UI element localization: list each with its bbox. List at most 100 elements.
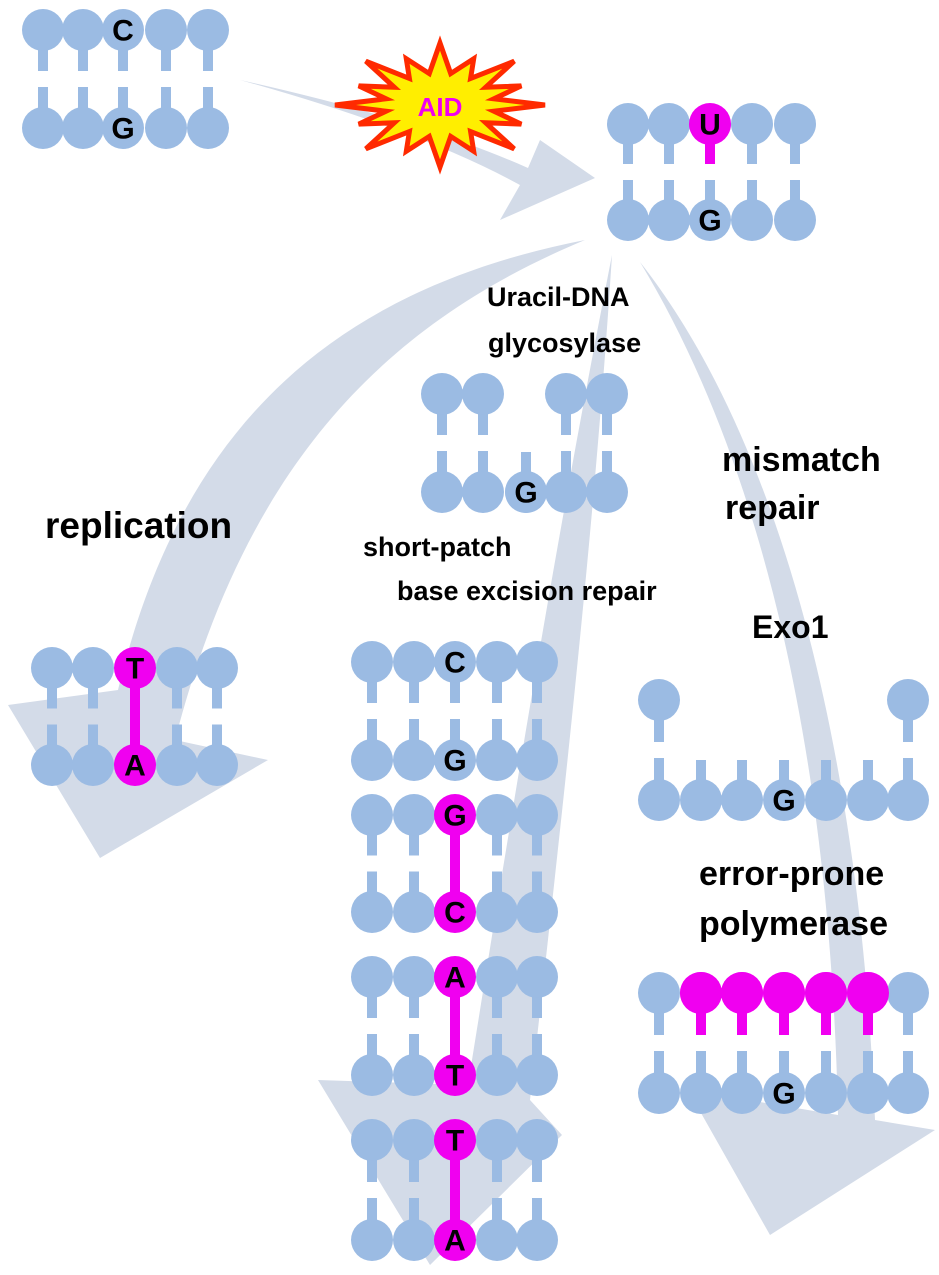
nucleotide-node xyxy=(393,1054,435,1096)
label-uracil-dna-glycosylase-1: Uracil-DNA xyxy=(487,282,630,312)
dna-start: CG xyxy=(22,9,229,149)
label-uracil-dna-glycosylase-2: glycosylase xyxy=(488,328,642,358)
base-letter-top: C xyxy=(112,15,134,48)
dna-abasic: GG xyxy=(421,373,628,513)
nucleotide-node xyxy=(648,103,690,145)
nucleotide-node xyxy=(351,794,393,836)
arrow-replication xyxy=(8,240,585,858)
label-base-excision-repair: base excision repair xyxy=(397,576,657,606)
dna-ber-product-4: TA xyxy=(351,1119,558,1261)
nucleotide-node xyxy=(721,779,763,821)
nucleotide-node xyxy=(434,1219,476,1261)
nucleotide-node xyxy=(351,891,393,933)
nucleotide-node xyxy=(393,739,435,781)
nucleotide-node xyxy=(887,972,929,1014)
base-letter-top: C xyxy=(444,647,466,680)
nucleotide-node xyxy=(763,1072,805,1114)
nucleotide-node xyxy=(731,199,773,241)
base-letter-bottom: G xyxy=(514,477,537,510)
dna-ber-product-3: AT xyxy=(351,956,558,1096)
nucleotide-node xyxy=(476,641,518,683)
nucleotide-node xyxy=(102,9,144,51)
nucleotide-node xyxy=(145,107,187,149)
label-error-prone: error-prone xyxy=(699,855,885,893)
nucleotide-node xyxy=(721,1072,763,1114)
nucleotide-node xyxy=(187,9,229,51)
nucleotide-node xyxy=(72,647,114,689)
nucleotide-node xyxy=(156,744,198,786)
base-letter-bottom: C xyxy=(444,897,466,930)
nucleotide-node xyxy=(516,956,558,998)
nucleotide-node xyxy=(434,956,476,998)
nucleotide-node xyxy=(774,199,816,241)
nucleotide-node xyxy=(62,9,104,51)
base-letter-bottom: G xyxy=(772,1078,795,1111)
nucleotide-node xyxy=(516,641,558,683)
nucleotide-node xyxy=(887,679,929,721)
nucleotide-node xyxy=(607,199,649,241)
nucleotide-node xyxy=(196,744,238,786)
nucleotide-node xyxy=(434,1054,476,1096)
base-letter-bottom: A xyxy=(124,750,146,783)
nucleotide-node xyxy=(31,744,73,786)
nucleotide-node xyxy=(607,103,649,145)
nucleotide-node xyxy=(476,1219,518,1261)
nucleotide-node xyxy=(545,373,587,415)
nucleotide-node xyxy=(516,739,558,781)
nucleotide-node xyxy=(847,779,889,821)
nucleotide-node xyxy=(22,9,64,51)
nucleotide-node xyxy=(847,1072,889,1114)
dna-polymerase-fill: G xyxy=(638,972,929,1114)
dna-replicated: TA xyxy=(31,647,238,786)
aid-burst: AID xyxy=(334,35,546,175)
base-letter-top: G xyxy=(443,800,466,833)
nucleotide-node xyxy=(721,972,763,1014)
nucleotide-node xyxy=(680,779,722,821)
nucleotide-node xyxy=(516,891,558,933)
nucleotide-node xyxy=(393,1119,435,1161)
nucleotide-node xyxy=(689,199,731,241)
nucleotide-node xyxy=(145,9,187,51)
nucleotide-node xyxy=(114,647,156,689)
nucleotide-node xyxy=(393,794,435,836)
aid-burst-shape xyxy=(334,35,546,175)
nucleotide-node xyxy=(22,107,64,149)
nucleotide-node xyxy=(476,956,518,998)
nucleotide-node xyxy=(393,641,435,683)
nucleotide-node xyxy=(648,199,690,241)
nucleotide-node xyxy=(114,744,156,786)
nucleotide-node xyxy=(847,972,889,1014)
nucleotide-node xyxy=(434,891,476,933)
nucleotide-node xyxy=(638,972,680,1014)
nucleotide-node xyxy=(774,103,816,145)
nucleotide-node xyxy=(393,956,435,998)
label-exo1: Exo1 xyxy=(752,609,829,645)
nucleotide-node xyxy=(887,1072,929,1114)
nucleotide-node xyxy=(351,956,393,998)
base-letter-bottom: G xyxy=(698,205,721,238)
nucleotide-node xyxy=(351,1054,393,1096)
nucleotide-node xyxy=(689,103,731,145)
dna-deaminated: UG xyxy=(607,103,816,241)
nucleotide-node xyxy=(434,641,476,683)
label-mismatch-repair-2: repair xyxy=(725,489,820,527)
nucleotide-node xyxy=(763,779,805,821)
dna-ber-product-2: GC xyxy=(351,794,558,933)
label-short-patch: short-patch xyxy=(363,532,512,562)
dna-molecules: CGUGGGTACGGCATTAGG xyxy=(22,9,929,1261)
nucleotide-node xyxy=(421,373,463,415)
nucleotide-node xyxy=(516,1219,558,1261)
nucleotide-node xyxy=(505,471,547,513)
nucleotide-node xyxy=(351,641,393,683)
nucleotide-node xyxy=(434,794,476,836)
nucleotide-node xyxy=(516,1054,558,1096)
nucleotide-node xyxy=(586,373,628,415)
nucleotide-node xyxy=(421,471,463,513)
nucleotide-node xyxy=(805,1072,847,1114)
base-letter-top: T xyxy=(126,653,144,686)
nucleotide-node xyxy=(680,972,722,1014)
nucleotide-node xyxy=(434,739,476,781)
nucleotide-node xyxy=(31,647,73,689)
nucleotide-node xyxy=(462,373,504,415)
